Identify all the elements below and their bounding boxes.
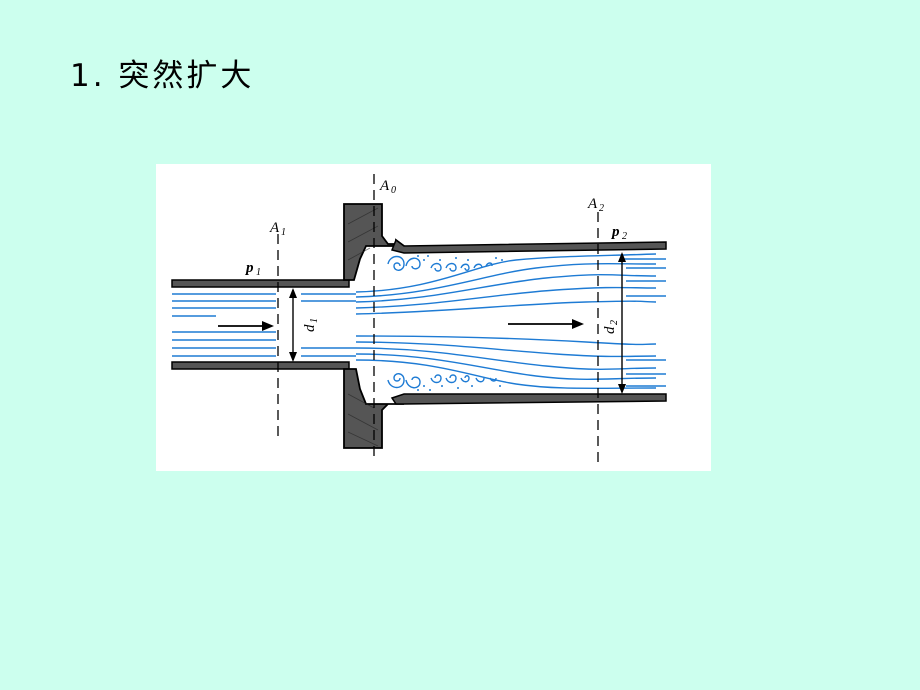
label-p2: p 2 [610, 224, 627, 242]
label-a0: A 0 [379, 178, 396, 196]
svg-text:d: d [602, 326, 618, 334]
inlet-streamlines [172, 293, 356, 357]
svg-text:A: A [587, 196, 598, 212]
small-pipe-bottom-wall [171, 361, 350, 370]
svg-text:0: 0 [391, 185, 396, 196]
inlet-flow-arrow [218, 321, 274, 331]
sudden-expansion-diagram: A 0 A 1 A 2 p 1 p 2 d 1 d 2 [156, 164, 711, 471]
large-pipe-bottom-wall [390, 393, 667, 405]
eddy-zone-upper [387, 255, 493, 272]
eddy-zone-lower [387, 373, 497, 389]
expansion-streamlines [355, 253, 657, 390]
svg-text:1: 1 [281, 227, 286, 238]
label-a2: A 2 [587, 196, 604, 214]
outlet-flow-arrow [508, 319, 584, 329]
svg-text:A: A [379, 178, 390, 194]
eddy-dots-lower [417, 385, 501, 391]
svg-text:p: p [610, 224, 620, 240]
label-d2: d 2 [602, 320, 620, 334]
flange-hatching [347, 207, 379, 447]
svg-text:A: A [269, 220, 280, 236]
label-p1: p 1 [244, 260, 261, 278]
svg-text:2: 2 [599, 203, 604, 214]
svg-text:1: 1 [256, 267, 261, 278]
slide-title: 1. 突然扩大 [70, 58, 255, 94]
label-a1: A 1 [269, 220, 286, 238]
svg-text:p: p [244, 260, 254, 276]
eddy-dots-upper [417, 255, 503, 261]
label-d1: d 1 [302, 318, 320, 332]
svg-text:2: 2 [609, 320, 620, 325]
svg-text:1: 1 [309, 318, 320, 323]
outlet-streamlines [621, 258, 666, 387]
dimension-d1-arrow [289, 288, 297, 362]
svg-text:2: 2 [622, 231, 627, 242]
dimension-d2-arrow [618, 252, 626, 394]
svg-text:d: d [302, 324, 318, 332]
small-pipe-top-wall [171, 279, 350, 288]
